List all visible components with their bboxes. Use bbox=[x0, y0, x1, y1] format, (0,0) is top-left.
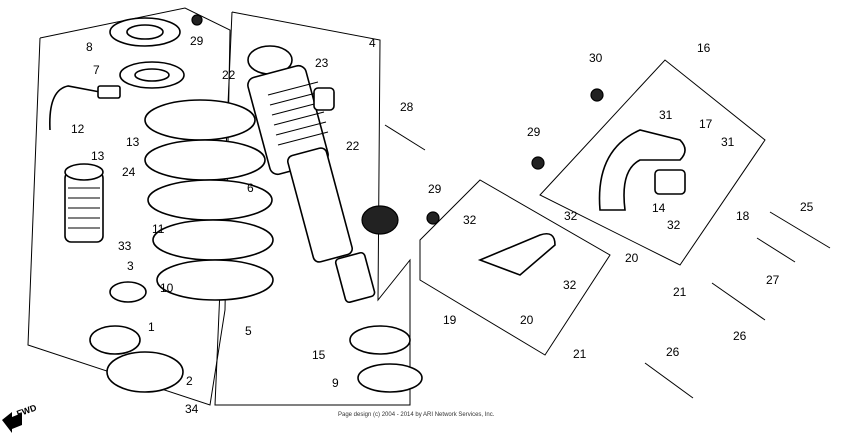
label-32d: 32 bbox=[563, 278, 577, 292]
connecting-rod-part bbox=[477, 232, 556, 276]
nut-29b-part bbox=[531, 156, 545, 170]
label-14: 14 bbox=[652, 201, 666, 215]
bolt-26b-part bbox=[644, 362, 694, 399]
label-13a: 13 bbox=[126, 135, 140, 149]
label-6: 6 bbox=[247, 181, 254, 195]
label-8: 8 bbox=[86, 40, 93, 54]
label-29c: 29 bbox=[428, 182, 442, 196]
shock-absorber-part bbox=[247, 45, 376, 303]
nut-30-part bbox=[590, 88, 604, 102]
label-27: 27 bbox=[766, 273, 780, 287]
label-16: 16 bbox=[697, 41, 711, 55]
label-33: 33 bbox=[118, 239, 132, 253]
label-7: 7 bbox=[93, 63, 100, 77]
label-3: 3 bbox=[127, 259, 134, 273]
copyright-text: Page design (c) 2004 - 2014 by ARI Netwo… bbox=[338, 412, 495, 418]
clamp-part bbox=[89, 325, 141, 355]
cushion-arm-part bbox=[598, 129, 686, 211]
label-29a: 29 bbox=[190, 34, 204, 48]
label-29b: 29 bbox=[527, 125, 541, 139]
label-2: 2 bbox=[186, 374, 193, 388]
bolt-27-part bbox=[756, 237, 796, 263]
label-31a: 31 bbox=[659, 108, 673, 122]
label-22b: 22 bbox=[346, 139, 360, 153]
label-30: 30 bbox=[589, 51, 603, 65]
label-20a: 20 bbox=[625, 251, 639, 265]
label-22a: 22 bbox=[222, 68, 236, 82]
shock-group-border bbox=[214, 11, 411, 406]
rubber-bushing-part bbox=[361, 205, 399, 235]
nut-29a-part bbox=[191, 14, 203, 26]
label-28: 28 bbox=[400, 100, 414, 114]
label-24: 24 bbox=[122, 165, 136, 179]
band-part bbox=[106, 351, 184, 393]
left-group-border bbox=[27, 7, 231, 406]
label-31b: 31 bbox=[721, 135, 735, 149]
label-9: 9 bbox=[332, 376, 339, 390]
upper-arm-border bbox=[539, 59, 766, 266]
bolt-25-part bbox=[769, 211, 831, 249]
reservoir-hose-part bbox=[49, 85, 101, 131]
label-13b: 13 bbox=[91, 149, 105, 163]
label-18: 18 bbox=[736, 209, 750, 223]
reservoir-part bbox=[64, 163, 104, 243]
label-5: 5 bbox=[245, 324, 252, 338]
nut-29c-part bbox=[426, 211, 440, 225]
label-32b: 32 bbox=[564, 209, 578, 223]
label-11: 11 bbox=[152, 222, 165, 236]
label-26b: 26 bbox=[666, 345, 680, 359]
bolt-28-part bbox=[384, 124, 426, 151]
locknut-part bbox=[109, 17, 181, 47]
label-1: 1 bbox=[148, 320, 155, 334]
label-21b: 21 bbox=[573, 347, 587, 361]
label-34: 34 bbox=[185, 402, 199, 416]
label-17: 17 bbox=[699, 117, 713, 131]
cushion-arm-border bbox=[419, 179, 611, 356]
label-4: 4 bbox=[369, 36, 376, 50]
label-21a: 21 bbox=[673, 285, 687, 299]
stopper-part bbox=[357, 363, 423, 393]
bushing-part bbox=[313, 87, 335, 111]
label-32a: 32 bbox=[463, 213, 477, 227]
collar-part bbox=[349, 325, 411, 355]
label-23: 23 bbox=[315, 56, 329, 70]
bolt-26a-part bbox=[711, 282, 766, 321]
spring-part bbox=[144, 99, 274, 301]
fwd-arrow-icon: FWD bbox=[2, 402, 38, 433]
label-19: 19 bbox=[443, 313, 457, 327]
adjuster-nut-part bbox=[119, 61, 185, 89]
label-15: 15 bbox=[312, 348, 326, 362]
label-10: 10 bbox=[160, 281, 174, 295]
label-12: 12 bbox=[71, 122, 85, 136]
label-26a: 26 bbox=[733, 329, 747, 343]
fwd-label: FWD bbox=[15, 402, 38, 419]
label-32c: 32 bbox=[667, 218, 681, 232]
label-20b: 20 bbox=[520, 313, 534, 327]
label-25: 25 bbox=[800, 200, 814, 214]
cap-part bbox=[109, 281, 147, 303]
